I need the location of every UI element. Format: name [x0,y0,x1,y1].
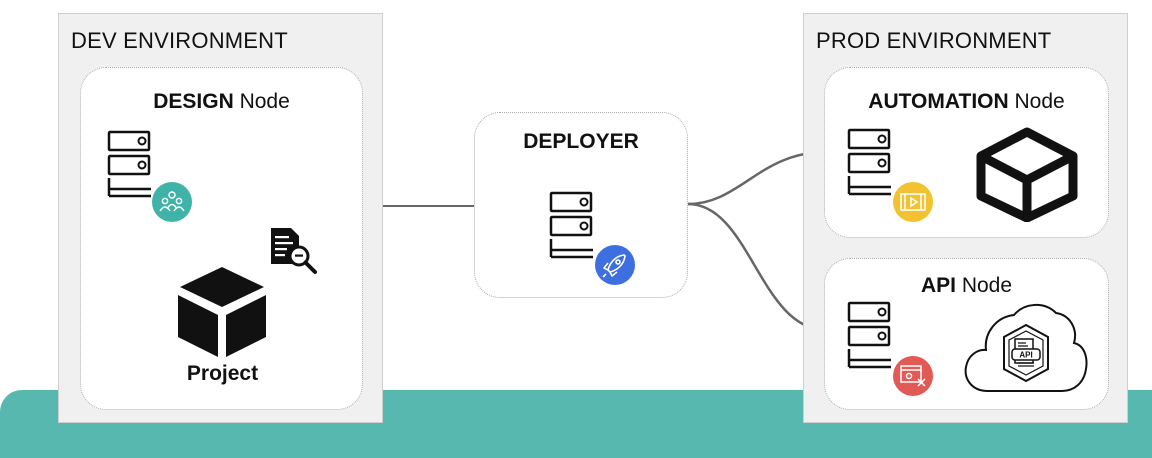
deployer-title: DEPLOYER [523,130,639,153]
film-play-icon [893,182,933,222]
server-icon [107,130,151,198]
server-icon [549,191,593,259]
code-window-icon [893,356,933,396]
design-node-title-rest: Node [233,90,290,113]
design-node[interactable]: DESIGN Node [80,67,363,410]
dev-environment: DEV ENVIRONMENT DESIGN Node [58,13,383,423]
api-cloud-badge-label: API [1019,351,1032,360]
api-node-title-rest: Node [955,274,1013,297]
api-node-title-bold: API [920,274,956,297]
project-label: Project [186,362,259,385]
cube-icon [178,267,266,357]
automation-node-title: AUTOMATION Node [825,90,1108,114]
dev-environment-title: DEV ENVIRONMENT [71,28,288,53]
prod-environment: PROD ENVIRONMENT AUTOMATION Node [803,13,1128,423]
server-icon [847,128,891,196]
cube-outline-icon [976,127,1078,222]
api-node[interactable]: API Node API [824,258,1109,410]
cloud-api-icon: API [964,304,1088,392]
rocket-icon [595,245,635,285]
team-icon [152,182,192,222]
server-icon [847,301,891,369]
prod-environment-title: PROD ENVIRONMENT [816,28,1052,53]
automation-node-title-rest: Node [1008,90,1065,113]
document-search-icon [271,228,317,274]
automation-node[interactable]: AUTOMATION Node [824,67,1109,238]
deployer-node[interactable]: DEPLOYER [474,112,688,298]
automation-node-title-bold: AUTOMATION [868,90,1009,113]
design-node-title: DESIGN Node [81,90,362,114]
design-node-title-bold: DESIGN [153,90,234,113]
api-node-title: API Node [825,274,1108,298]
